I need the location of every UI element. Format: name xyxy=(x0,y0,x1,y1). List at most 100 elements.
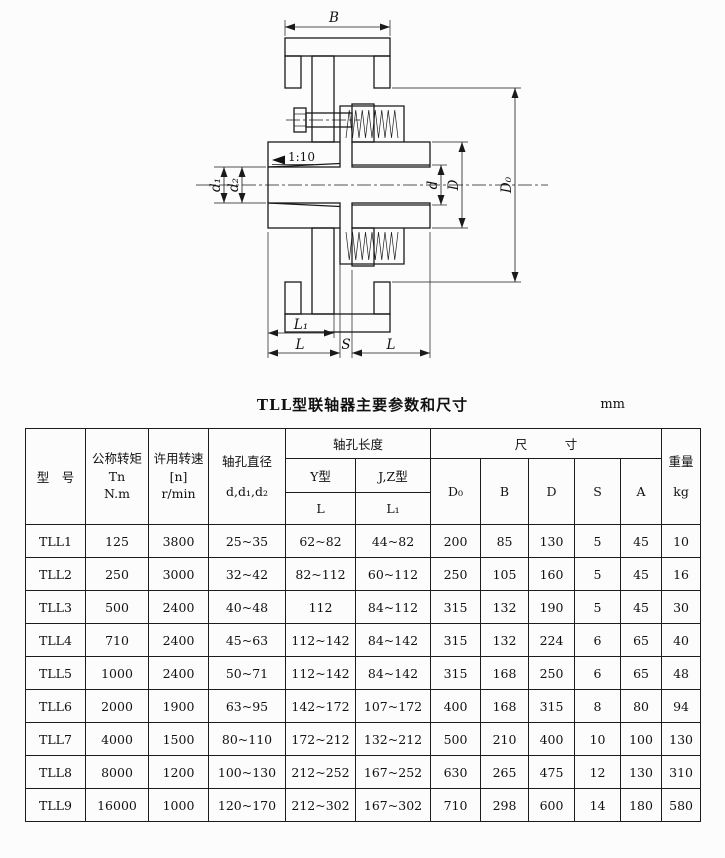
cell-bore: 45~63 xyxy=(208,623,286,657)
cell-weight: 10 xyxy=(661,524,702,558)
drum-rim-top xyxy=(284,37,391,57)
dim-label-L-left: L xyxy=(295,337,305,353)
dimension-D0: D₀ xyxy=(392,87,521,283)
drum-web-bottom xyxy=(311,227,335,315)
unit-label: mm xyxy=(600,397,625,412)
cell-torque: 125 xyxy=(85,524,149,558)
dim-label-B: B xyxy=(328,10,339,26)
cell-B: 210 xyxy=(480,722,530,756)
cell-D: 250 xyxy=(528,656,576,690)
left-hub-lower xyxy=(267,202,341,229)
right-hub-section xyxy=(351,103,431,267)
cell-D0: 315 xyxy=(430,590,482,624)
cell-speed: 1900 xyxy=(148,689,209,723)
cell-L: 112 xyxy=(285,590,356,624)
cell-bore: 50~71 xyxy=(208,656,286,690)
header-model: 型 号 xyxy=(25,428,86,525)
cell-D0: 200 xyxy=(430,524,482,558)
cell-speed: 2400 xyxy=(148,623,209,657)
cell-S: 5 xyxy=(574,524,622,558)
header-dimensions: 尺 寸 xyxy=(430,428,663,459)
right-hub-upper xyxy=(351,141,431,168)
dim-label-L1: L₁ xyxy=(293,317,308,333)
cell-D: 190 xyxy=(528,590,576,624)
header-weight-line1: 重量 xyxy=(668,453,694,469)
header-speed-line3: r/min xyxy=(161,486,196,502)
cell-D: 224 xyxy=(528,623,576,657)
coupling-drawing: 1:10 B D₀ D d d₁ d₂ xyxy=(0,0,725,392)
cell-model: TLL6 xyxy=(25,689,86,723)
right-flange-upper xyxy=(351,103,375,143)
drum-flange-top-right xyxy=(373,55,391,89)
bolt xyxy=(293,107,353,133)
dimension-d: d xyxy=(425,164,447,206)
cell-L1: 84~142 xyxy=(354,656,432,690)
cell-D: 400 xyxy=(528,722,576,756)
cell-L1: 107~172 xyxy=(354,689,432,723)
cell-L1: 167~252 xyxy=(354,755,432,789)
cell-model: TLL4 xyxy=(25,623,86,657)
cell-torque: 8000 xyxy=(85,755,149,789)
cell-B: 168 xyxy=(480,656,530,690)
dimension-bottom: L₁ L S L xyxy=(267,232,431,358)
cell-weight: 16 xyxy=(661,557,702,591)
cell-A: 45 xyxy=(620,590,663,624)
drum-flange-bottom-left xyxy=(284,281,302,315)
cell-L1: 84~112 xyxy=(354,590,432,624)
cell-model: TLL1 xyxy=(25,524,86,558)
cell-D: 315 xyxy=(528,689,576,723)
cell-bore: 100~130 xyxy=(208,755,286,789)
dim-label-d: d xyxy=(425,180,441,189)
drum-web-top xyxy=(311,55,335,143)
cell-D0: 710 xyxy=(430,788,482,822)
cell-L: 112~142 xyxy=(285,656,356,690)
cell-L: 212~302 xyxy=(285,788,356,822)
cell-L: 112~142 xyxy=(285,623,356,657)
cell-D: 160 xyxy=(528,557,576,591)
cell-torque: 250 xyxy=(85,557,149,591)
cell-L: 62~82 xyxy=(285,524,356,558)
cell-B: 168 xyxy=(480,689,530,723)
header-col-L1: L₁ xyxy=(354,492,432,525)
cell-L1: 132~212 xyxy=(354,722,432,756)
drum-flange-bottom-right xyxy=(373,281,391,315)
tapered-bore-lower-edge xyxy=(267,202,341,208)
header-torque-line3: N.m xyxy=(104,486,130,502)
coupling-cross-section: 1:10 B D₀ D d d₁ d₂ xyxy=(196,10,548,358)
cell-bore: 40~48 xyxy=(208,590,286,624)
cell-torque: 4000 xyxy=(85,722,149,756)
header-bore-dia-line1: 轴孔直径 xyxy=(221,453,272,469)
cell-A: 100 xyxy=(620,722,663,756)
dimension-D: D xyxy=(432,141,468,229)
table-title: TLL型联轴器主要参数和尺寸 xyxy=(256,396,469,414)
cell-weight: 310 xyxy=(661,755,702,789)
cell-S: 5 xyxy=(574,590,622,624)
header-jz-type: J,Z型 xyxy=(354,458,432,493)
dim-label-d2: d₂ xyxy=(226,178,242,192)
cell-weight: 30 xyxy=(661,590,702,624)
cell-A: 80 xyxy=(620,689,663,723)
header-torque-line1: 公称转矩 xyxy=(91,451,142,467)
header-bore-length: 轴孔长度 xyxy=(284,428,432,459)
dim-label-D0: D₀ xyxy=(499,176,515,194)
table-header: 型 号 公称转矩 Tn N.m 许用转速 [n] r/min 轴孔直径 d,d₁… xyxy=(25,428,702,525)
cell-model: TLL3 xyxy=(25,590,86,624)
cell-speed: 2400 xyxy=(148,656,209,690)
cell-A: 180 xyxy=(620,788,663,822)
cell-D: 600 xyxy=(528,788,576,822)
dimension-B: B xyxy=(284,10,391,36)
cell-S: 5 xyxy=(574,557,622,591)
cell-A: 45 xyxy=(620,524,663,558)
drum-rim-bottom xyxy=(284,313,391,333)
cell-B: 298 xyxy=(480,788,530,822)
taper-arrow-icon xyxy=(272,155,285,165)
cell-D0: 630 xyxy=(430,755,482,789)
cell-model: TLL7 xyxy=(25,722,86,756)
